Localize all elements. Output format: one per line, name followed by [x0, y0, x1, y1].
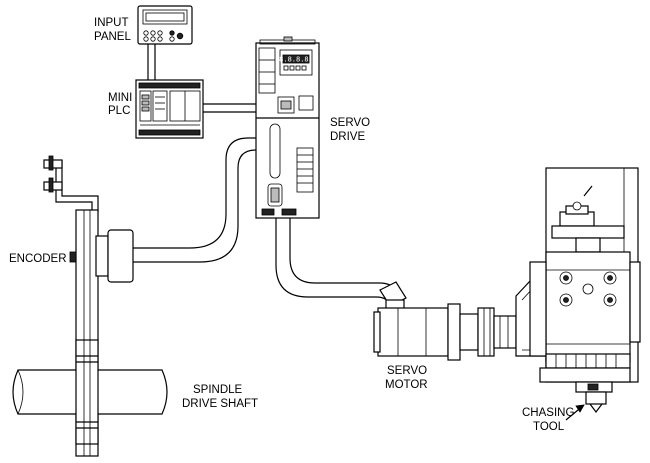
- mini-plc: [135, 79, 204, 139]
- plc-to-drive-cable: [203, 103, 256, 113]
- tool-slide-assembly: [515, 167, 641, 413]
- label-spindle-1: SPINDLE: [193, 384, 243, 396]
- panel-to-plc-cable: [147, 42, 156, 80]
- label-mini-plc-1: MINI: [108, 92, 132, 104]
- servo-drive: 8.8.8.8.: [255, 36, 320, 219]
- input-panel: [137, 5, 193, 45]
- label-servo-motor-1: SERVO: [387, 365, 427, 377]
- slide-rail-teeth: [555, 354, 617, 368]
- spindle-drive-shaft: [12, 339, 168, 445]
- label-input-panel-1: INPUT: [94, 17, 129, 29]
- encoder-cable: [133, 137, 257, 263]
- label-encoder: ENCODER: [9, 253, 67, 265]
- label-servo-drive-2: DRIVE: [330, 131, 365, 143]
- chasing-tool-leader: [565, 404, 585, 421]
- label-spindle-2: DRIVE SHAFT: [182, 398, 258, 410]
- label-servo-motor-2: MOTOR: [385, 379, 428, 391]
- label-input-panel-2: PANEL: [94, 31, 131, 43]
- label-chasing-tool-1: CHASING: [522, 407, 574, 419]
- servo-motor: [373, 281, 517, 361]
- label-servo-drive-1: SERVO: [330, 117, 370, 129]
- drive-display-readout: 8.8.8.8.: [279, 56, 313, 64]
- label-chasing-tool-2: TOOL: [533, 421, 565, 433]
- label-mini-plc-2: PLC: [108, 105, 130, 117]
